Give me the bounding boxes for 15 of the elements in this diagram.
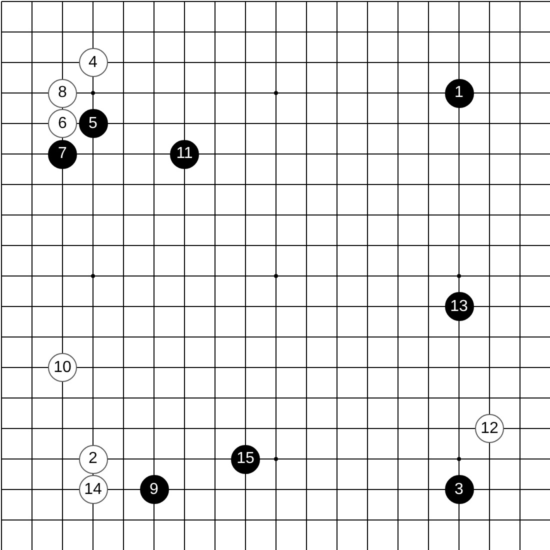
stone: 13 — [444, 292, 474, 321]
stone: 8 — [48, 78, 77, 108]
stone: 5 — [78, 109, 108, 138]
stone: 11 — [170, 140, 199, 168]
stone: 7 — [48, 140, 77, 168]
stone: 10 — [48, 353, 77, 382]
stone: 6 — [48, 109, 77, 138]
stone: 4 — [78, 48, 108, 77]
stone: 12 — [475, 414, 504, 443]
stone: 2 — [78, 444, 108, 474]
stone: 14 — [78, 475, 108, 504]
stone: 15 — [231, 444, 260, 474]
stone: 3 — [444, 475, 474, 504]
stone: 1 — [444, 78, 474, 108]
stone: 9 — [140, 475, 168, 504]
